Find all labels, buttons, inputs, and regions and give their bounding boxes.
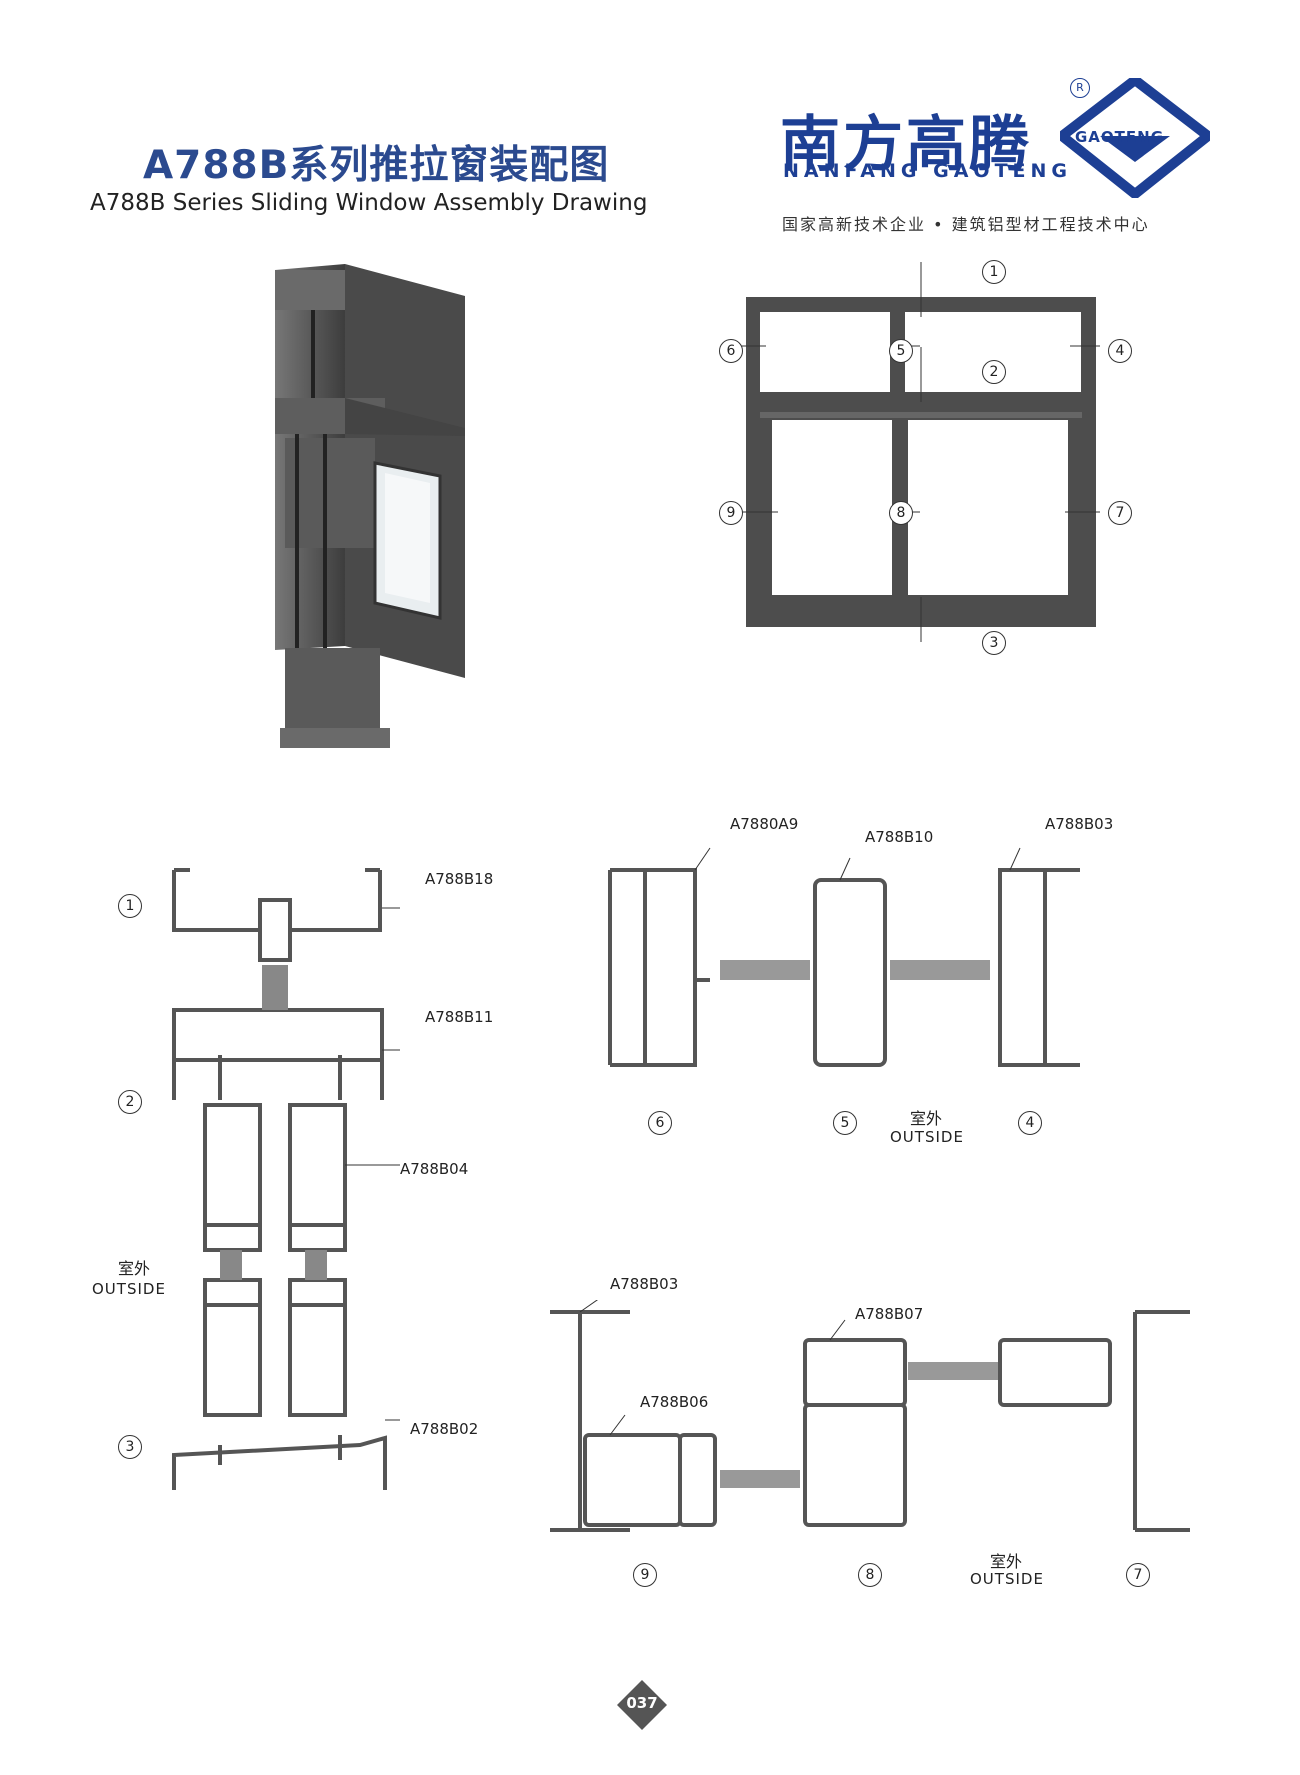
vertical-section-diagram <box>172 868 400 1490</box>
label-a788b07: A788B07 <box>855 1305 924 1323</box>
top-section-diagram <box>608 847 1080 1067</box>
brand-name-en: NANFANG GAOTENG <box>783 160 1073 182</box>
circled-marker: 2 <box>982 360 1006 384</box>
circled-marker: 9 <box>633 1563 657 1587</box>
circled-marker: 6 <box>719 339 743 363</box>
label-a788b04: A788B04 <box>400 1160 469 1178</box>
circled-marker: 4 <box>1108 339 1132 363</box>
circled-marker: 8 <box>858 1563 882 1587</box>
circled-marker: 8 <box>889 501 913 525</box>
circled-marker: 7 <box>1108 501 1132 525</box>
profile-3d-render <box>275 264 465 748</box>
label-a7880a9: A7880A9 <box>730 815 799 833</box>
window-elevation-diagram <box>730 262 1100 642</box>
circled-marker: 4 <box>1018 1111 1042 1135</box>
outside-en-bottom: OUTSIDE <box>970 1570 1044 1588</box>
circled-marker: 7 <box>1126 1563 1150 1587</box>
label-a788b11: A788B11 <box>425 1008 494 1026</box>
circled-marker: 2 <box>118 1090 142 1114</box>
circled-marker: 1 <box>982 260 1006 284</box>
page-number-badge-icon <box>617 1680 667 1730</box>
circled-marker: 6 <box>648 1111 672 1135</box>
outside-en-vertical: OUTSIDE <box>92 1280 166 1298</box>
page-number: 037 <box>626 1694 658 1712</box>
gaoteng-logo-icon <box>1060 78 1210 198</box>
page-title-cn: A788B系列推拉窗装配图 <box>143 143 610 188</box>
circled-marker: 1 <box>118 894 142 918</box>
bottom-section-diagram <box>550 1300 1190 1532</box>
label-a788b18: A788B18 <box>425 870 494 888</box>
page-title-en: A788B Series Sliding Window Assembly Dra… <box>90 190 648 216</box>
registered-mark: R <box>1070 78 1090 98</box>
outside-cn-bottom: 室外 <box>990 1552 1023 1571</box>
brand-name-cn: 南方高腾 <box>780 110 1032 180</box>
logo-mark-text: GAOTENG <box>1075 128 1165 146</box>
label-a788b02: A788B02 <box>410 1420 479 1438</box>
label-a788b03-bottom: A788B03 <box>610 1275 679 1293</box>
circled-marker: 9 <box>719 501 743 525</box>
outside-cn-vertical: 室外 <box>118 1259 151 1278</box>
label-a788b10: A788B10 <box>865 828 934 846</box>
label-a788b03-top: A788B03 <box>1045 815 1114 833</box>
outside-cn-top: 室外 <box>910 1109 943 1128</box>
circled-marker: 5 <box>889 339 913 363</box>
label-a788b06: A788B06 <box>640 1393 709 1411</box>
circled-marker: 3 <box>118 1435 142 1459</box>
circled-marker: 3 <box>982 631 1006 655</box>
brand-slogan: 国家高新技术企业 • 建筑铝型材工程技术中心 <box>782 215 1150 234</box>
outside-en-top: OUTSIDE <box>890 1128 964 1146</box>
circled-marker: 5 <box>833 1111 857 1135</box>
